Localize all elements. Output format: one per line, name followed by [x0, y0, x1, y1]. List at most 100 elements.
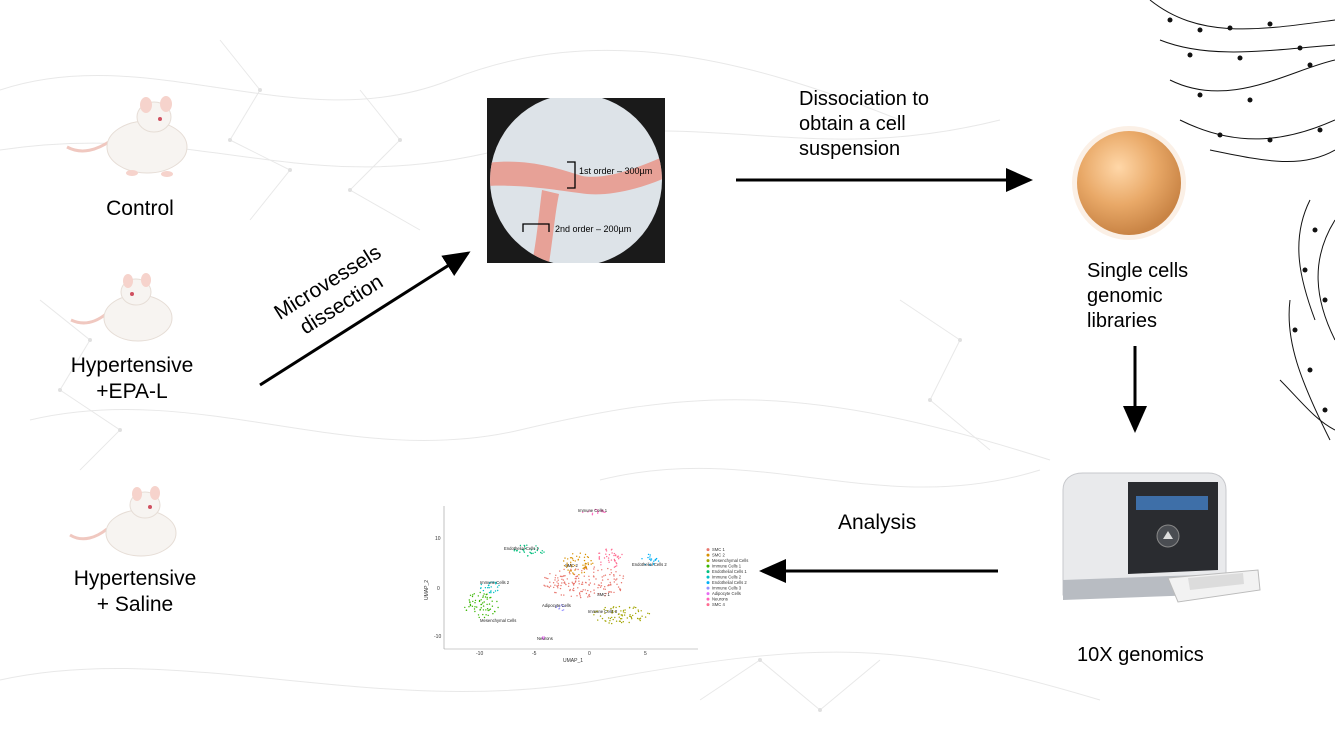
umap-point — [487, 609, 489, 612]
umap-point — [498, 584, 500, 587]
umap-point — [653, 562, 655, 565]
umap-point — [600, 561, 602, 563]
x-tick-2: -5 — [532, 651, 537, 657]
umap-point — [563, 582, 565, 584]
libraries-line1: Single cells — [1087, 260, 1189, 282]
umap-point — [547, 577, 549, 580]
umap-point — [616, 556, 618, 558]
umap-point — [560, 604, 563, 606]
umap-point — [588, 595, 590, 597]
umap-point — [587, 589, 589, 592]
umap-point — [655, 557, 658, 560]
umap-point — [472, 600, 474, 603]
umap-point — [619, 556, 621, 559]
umap-point — [469, 594, 472, 596]
x-tick-1: -10 — [476, 651, 483, 657]
umap-point — [604, 588, 606, 590]
umap-point — [647, 553, 650, 556]
umap-point — [570, 570, 572, 572]
umap-point — [613, 578, 615, 580]
umap-point — [601, 511, 603, 513]
umap-point — [607, 584, 610, 586]
umap-point — [523, 544, 525, 547]
umap-point — [482, 596, 484, 598]
umap-point — [600, 509, 603, 511]
dissociation-line2: obtain a cell — [799, 113, 906, 135]
legend-entry: Immune Cells 2 — [712, 575, 742, 580]
umap-point — [609, 591, 611, 593]
umap-point — [494, 590, 497, 592]
umap-cluster-label: SMC 2 — [565, 563, 578, 568]
umap-point — [616, 565, 618, 567]
umap-point — [598, 556, 601, 558]
umap-point — [640, 610, 642, 612]
umap-point — [519, 551, 521, 553]
umap-point — [541, 552, 543, 554]
umap-point — [624, 612, 626, 614]
umap-point — [471, 595, 474, 598]
umap-point — [616, 583, 618, 585]
umap-point — [610, 572, 613, 574]
umap-point — [572, 584, 575, 586]
umap-point — [611, 610, 614, 612]
umap-point — [613, 552, 616, 555]
umap-point — [490, 586, 492, 588]
umap-point — [555, 605, 557, 607]
umap-point — [594, 508, 597, 511]
10x-instrument-image — [1062, 472, 1261, 603]
legend-swatch — [706, 586, 710, 590]
umap-point — [486, 608, 489, 610]
umap-point — [600, 585, 603, 587]
umap-point — [647, 556, 649, 559]
umap-point — [513, 550, 515, 552]
umap-point — [482, 595, 484, 597]
umap-point — [612, 606, 615, 608]
umap-point — [483, 601, 485, 603]
umap-point — [615, 606, 617, 609]
umap-point — [647, 612, 649, 614]
umap-point — [622, 575, 625, 577]
umap-point — [544, 585, 546, 587]
umap-point — [487, 584, 490, 587]
umap-point — [572, 589, 574, 591]
umap-point — [464, 606, 466, 609]
umap-point — [621, 618, 623, 620]
umap-point — [562, 609, 565, 611]
umap-point — [488, 609, 490, 611]
umap-point — [522, 549, 524, 551]
umap-point — [628, 606, 631, 609]
umap-point — [588, 575, 590, 577]
umap-point — [496, 600, 498, 603]
umap-point — [600, 582, 602, 584]
first-order-label: 1st order – 300µm — [579, 166, 652, 176]
legend-entry: Endothelial Cells 2 — [712, 580, 747, 585]
umap-point — [597, 584, 600, 586]
legend-entry: Immune Cells 1 — [712, 564, 742, 569]
group-control-label: Control — [60, 196, 220, 222]
umap-point — [469, 604, 472, 607]
umap-point — [583, 568, 586, 570]
umap-point — [574, 560, 576, 562]
umap-point — [532, 552, 534, 554]
umap-point — [648, 558, 651, 560]
umap-point — [598, 552, 600, 554]
umap-point — [524, 547, 527, 550]
umap-point — [629, 614, 631, 616]
umap-point — [492, 581, 494, 583]
legend-entry: Endothelial Cells 1 — [712, 569, 747, 574]
libraries-line2: genomic — [1087, 285, 1163, 307]
umap-point — [554, 584, 556, 586]
umap-point — [589, 595, 591, 598]
umap-point — [473, 608, 476, 610]
umap-point — [496, 586, 499, 588]
umap-point — [570, 566, 573, 568]
umap-point — [555, 592, 557, 594]
umap-point — [559, 587, 562, 590]
umap-point — [611, 552, 613, 554]
umap-point — [600, 564, 602, 566]
y-tick-2: 0 — [437, 586, 440, 592]
umap-point — [468, 599, 470, 601]
umap-point — [566, 565, 569, 567]
legend-entry: Mesenchymal Cells — [712, 558, 748, 563]
